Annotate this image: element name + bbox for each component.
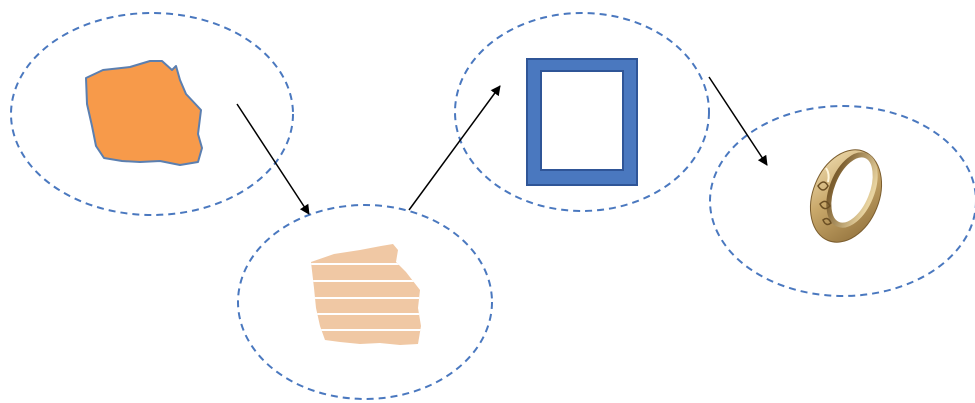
arrow-raw-to-sliced (236, 103, 310, 215)
square-frame-icon (526, 58, 638, 186)
stage-sliced-shape (237, 204, 493, 400)
stage-finished-ring (709, 105, 975, 297)
stage-framed-square (454, 12, 710, 212)
stage-ellipse (237, 204, 493, 400)
striped-blob-icon (311, 244, 421, 345)
arrow-framed-to-ring (708, 76, 768, 166)
arrow-sliced-to-framed (408, 85, 501, 211)
stage-ellipse (709, 105, 975, 297)
stage-raw-shape (10, 12, 294, 216)
irregular-blob-icon (85, 60, 203, 166)
stage-ellipse (10, 12, 294, 216)
stage-ellipse (454, 12, 710, 212)
gold-ring-icon (810, 149, 882, 243)
